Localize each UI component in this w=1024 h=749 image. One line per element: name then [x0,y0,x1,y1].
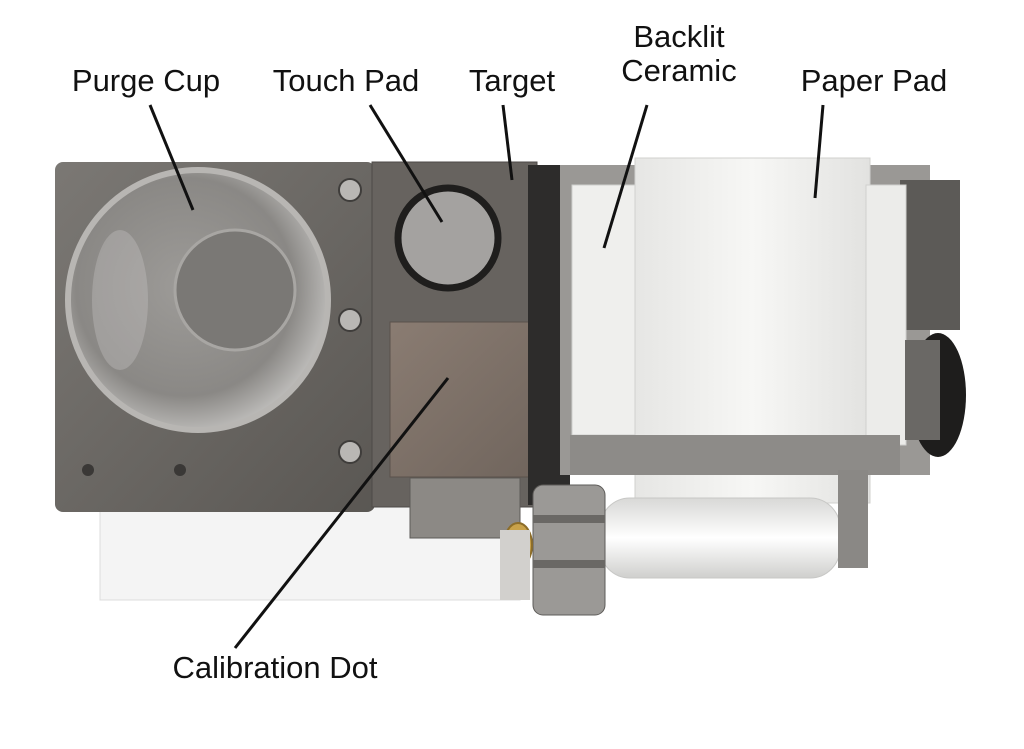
leader-paper-pad [813,104,825,199]
hole [82,464,94,476]
purge-cup-highlight [92,230,148,370]
gear-base [500,530,530,600]
label-touch-pad: Touch Pad [272,63,420,98]
purge-cup-inner [173,228,297,352]
knob-mount [905,340,940,440]
leader-calibration-dot [233,377,450,649]
touch-pad [394,184,502,292]
leader-purge-cup [148,104,195,211]
label-calibration-dot: Calibration Dot [172,650,378,685]
calibration-block [389,321,551,478]
roller-bracket [838,470,868,568]
label-backlit-line2: Ceramic [621,53,737,88]
label-backlit-ceramic: Backlit Ceramic [596,20,762,88]
label-backlit-line1: Backlit [633,19,725,54]
label-paper-pad: Paper Pad [800,63,948,98]
label-target: Target [468,63,556,98]
label-purge-cup: Purge Cup [71,63,221,98]
roller [599,497,841,579]
bottom-plate [570,435,900,475]
gear-ring [533,515,605,523]
paper-side [865,184,907,446]
lower-bracket [409,477,521,539]
hole [174,464,186,476]
leader-touch-pad [368,104,444,223]
right-bracket [900,180,960,330]
screw [338,308,362,332]
gear-ring [533,560,605,568]
screw [338,440,362,464]
leader-target [501,104,514,181]
screw [338,178,362,202]
gear-stack [532,484,606,616]
backlit-ceramic [571,184,641,436]
leader-lines [148,104,825,649]
leader-backlit-ceramic [602,104,649,249]
